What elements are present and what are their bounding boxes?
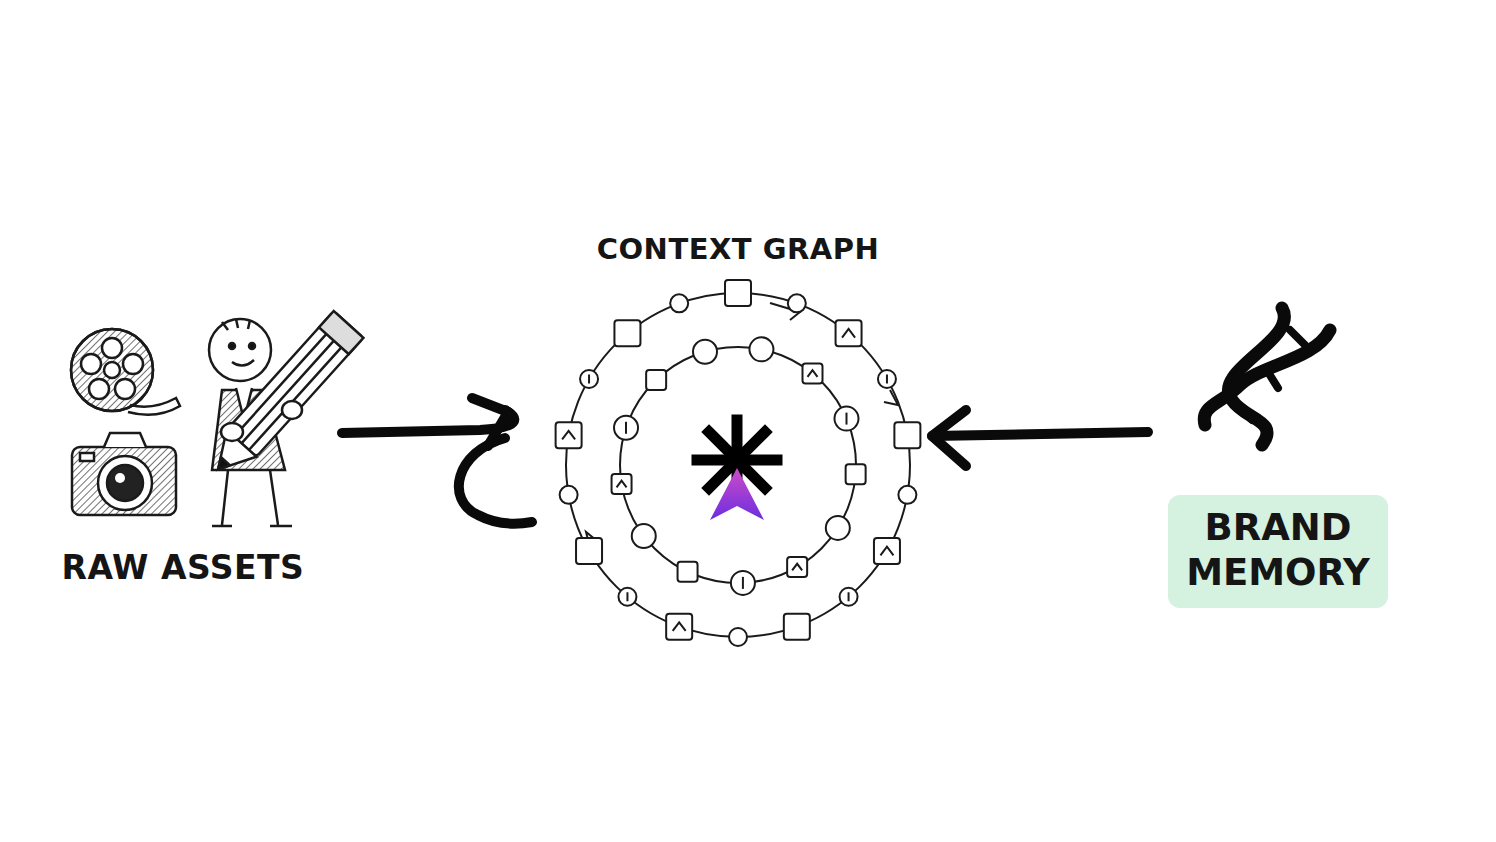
graph-icon bbox=[646, 370, 666, 390]
graph-icon bbox=[556, 422, 582, 448]
graph-icon bbox=[826, 516, 850, 540]
brand-box: BRAND MEMORY bbox=[1168, 495, 1388, 608]
graph-icon bbox=[576, 538, 602, 564]
graph-icon bbox=[693, 340, 717, 364]
graph-icon bbox=[670, 294, 688, 312]
graph-icon bbox=[614, 320, 640, 346]
camera bbox=[72, 433, 176, 515]
film-reel bbox=[71, 329, 180, 415]
graph-icon bbox=[729, 628, 747, 646]
graph-icon bbox=[834, 407, 858, 431]
graph-icon bbox=[678, 562, 698, 582]
context-graph: CONTEXT GRAPH bbox=[548, 232, 928, 642]
graph-icon bbox=[836, 320, 862, 346]
graph-icon bbox=[788, 294, 806, 312]
graph-icon bbox=[632, 524, 656, 548]
graph-icon bbox=[731, 571, 755, 595]
section-label: RAW ASSETS bbox=[62, 548, 305, 587]
graph-icon bbox=[894, 422, 920, 448]
node-text: BRAND MEMORY bbox=[1182, 505, 1374, 595]
graph-icons bbox=[556, 280, 921, 646]
graph-icon bbox=[803, 363, 823, 383]
person-with-pencil bbox=[203, 311, 363, 526]
graph-icon bbox=[784, 614, 810, 640]
thick-arrow bbox=[932, 410, 1148, 466]
graph-icon bbox=[874, 538, 900, 564]
graph-icon bbox=[898, 486, 916, 504]
graph-icon bbox=[846, 464, 866, 484]
center-logo bbox=[697, 420, 777, 520]
context-graph-rings bbox=[566, 293, 910, 637]
graph-icon bbox=[580, 370, 598, 388]
graph-icon bbox=[725, 280, 751, 306]
graph-icon bbox=[618, 588, 636, 606]
graph-icon bbox=[560, 486, 578, 504]
graph-icon bbox=[878, 370, 896, 388]
graph-icon bbox=[666, 614, 692, 640]
graph-icon bbox=[787, 557, 807, 577]
graph-icon bbox=[749, 337, 773, 361]
brand-memory: BRAND MEMORY bbox=[1168, 292, 1392, 608]
dna-icon bbox=[1204, 308, 1330, 445]
graph-icon bbox=[612, 474, 632, 494]
curved-arrow bbox=[342, 398, 532, 524]
graph-icon bbox=[614, 416, 638, 440]
graph-icon bbox=[840, 588, 858, 606]
graph-heading: CONTEXT GRAPH bbox=[548, 232, 928, 266]
